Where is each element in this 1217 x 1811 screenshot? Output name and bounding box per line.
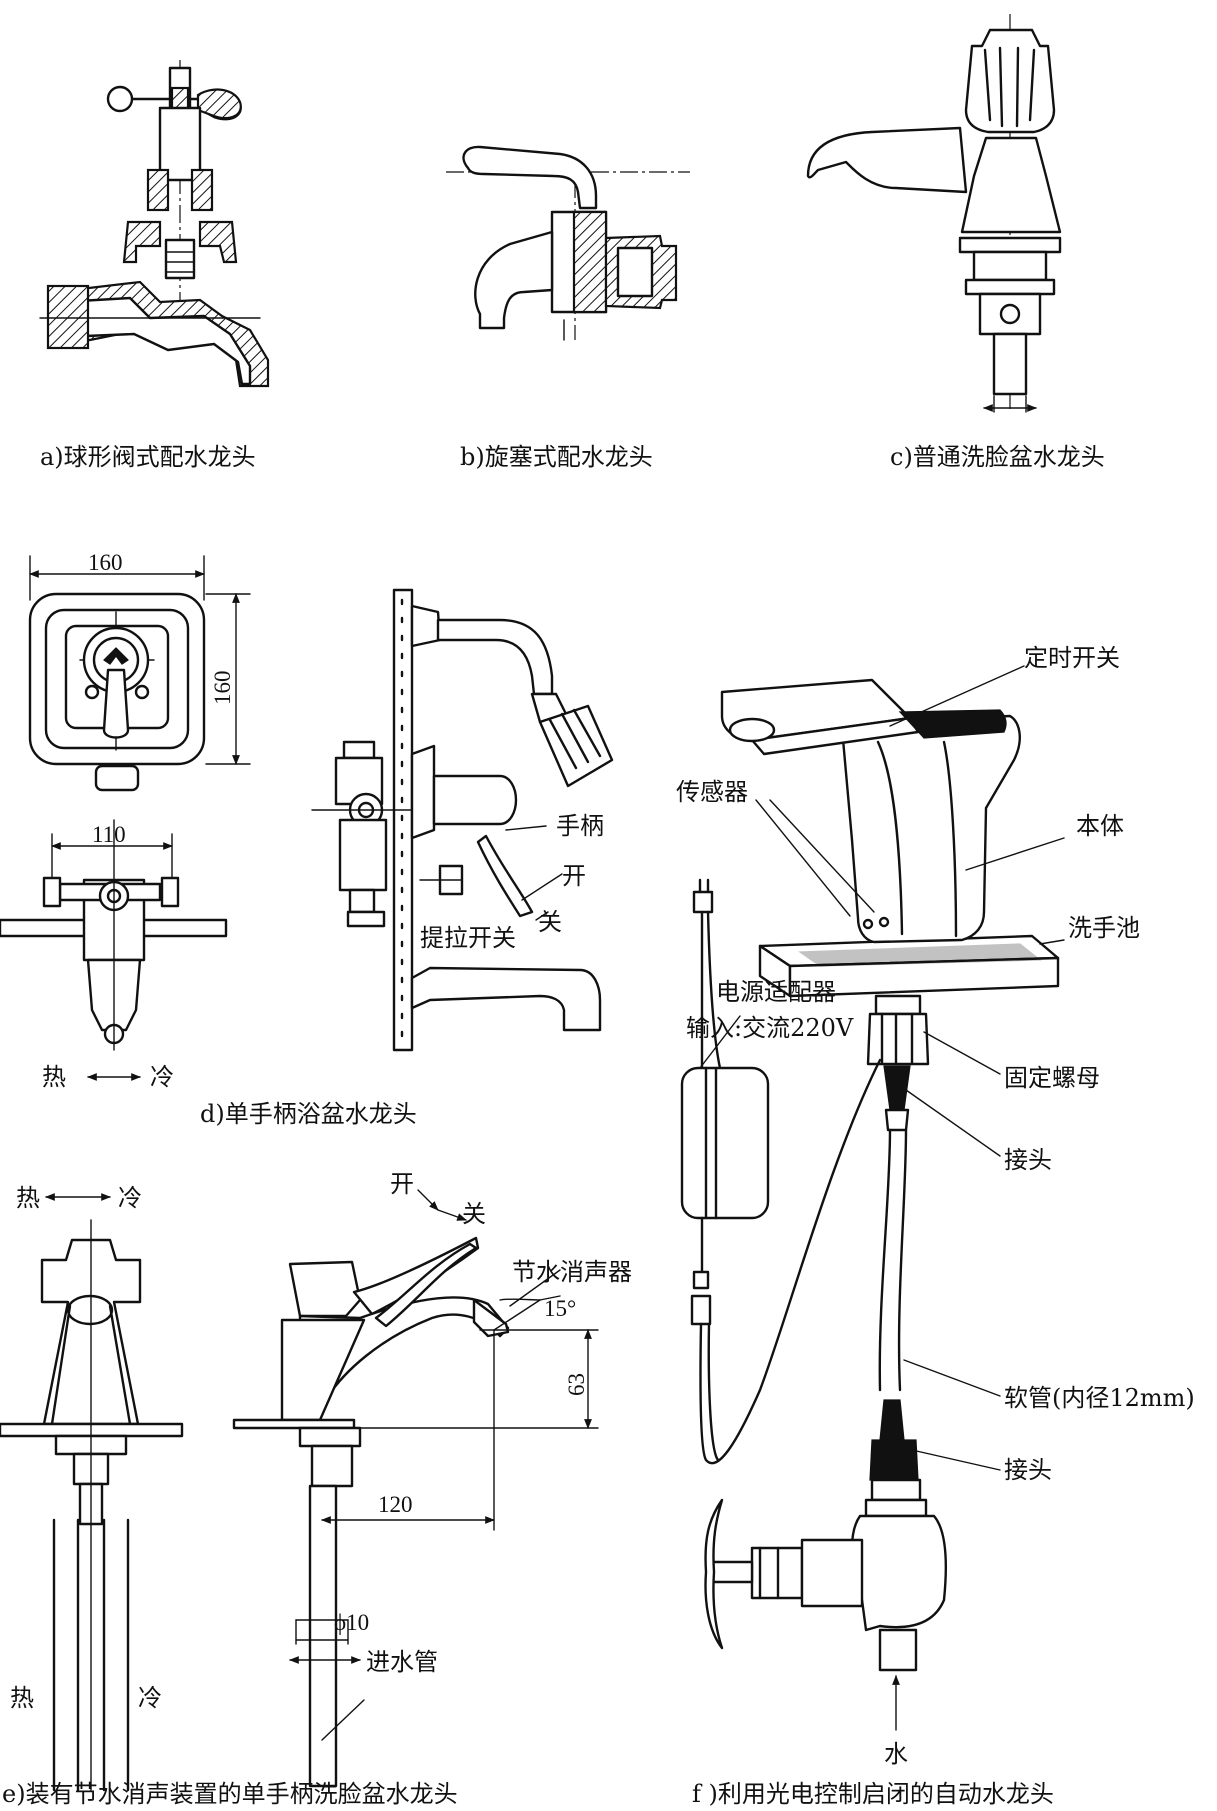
label-f-sensor: 传感器 [676, 778, 748, 806]
panel-f-auto-faucet [680, 665, 1065, 1731]
label-e-hot: 热 [16, 1184, 40, 1212]
dim-d-height: 160 [210, 671, 235, 706]
caption-a: a)球形阀式配水龙头 [40, 443, 256, 471]
label-f-input: 输入:交流220V [686, 1014, 854, 1042]
dim-d-mid-width: 110 [92, 822, 126, 847]
dim-e-pipe: ϕ10 [334, 1610, 369, 1635]
dim-e-width: 120 [378, 1492, 413, 1517]
dim-e-height: 63 [564, 1373, 589, 1396]
label-e-open: 开 [390, 1170, 414, 1198]
dim-d-width: 160 [88, 550, 123, 575]
label-e-close: 关 [462, 1200, 486, 1228]
label-d-hot: 热 [42, 1063, 66, 1091]
label-f-water: 水 [884, 1740, 908, 1768]
label-d-open: 开 [562, 862, 586, 890]
label-d-pull-switch: 提拉开关 [420, 924, 516, 952]
label-f-joint-top: 接头 [1004, 1146, 1052, 1174]
panel-b-plug-cock-faucet [446, 145, 690, 341]
label-f-hose: 软管(内径12mm) [1004, 1384, 1195, 1412]
caption-b: b)旋塞式配水龙头 [460, 443, 653, 471]
caption-e: e)装有节水消声装置的单手柄洗脸盆水龙头 [2, 1780, 458, 1808]
label-f-adapter: 电源适配器 [716, 978, 836, 1006]
label-e-cold: 冷 [118, 1184, 142, 1212]
panel-e-silencer-faucet [0, 1189, 599, 1792]
label-f-body: 本体 [1076, 812, 1124, 840]
label-e-cold-bottom: 冷 [138, 1684, 162, 1712]
label-d-handle: 手柄 [556, 812, 604, 840]
caption-f: f )利用光电控制启闭的自动水龙头 [692, 1780, 1054, 1808]
label-e-hot-bottom: 热 [10, 1684, 34, 1712]
caption-d: d)单手柄浴盆水龙头 [200, 1100, 417, 1128]
label-e-angle: 15° [544, 1296, 576, 1321]
label-e-inlet-pipe: 进水管 [366, 1648, 438, 1676]
panel-d-bathtub-faucet [0, 555, 614, 1081]
label-e-silencer: 节水消声器 [512, 1258, 632, 1286]
label-d-close: 关 [538, 908, 562, 936]
label-f-timer-switch: 定时开关 [1024, 644, 1120, 672]
label-f-fix-nut: 固定螺母 [1004, 1064, 1100, 1092]
label-f-joint-bottom: 接头 [1004, 1456, 1052, 1484]
label-f-basin: 洗手池 [1068, 914, 1140, 942]
label-d-cold: 冷 [150, 1063, 174, 1091]
caption-c: c)普通洗脸盆水龙头 [890, 443, 1105, 471]
panel-a-globe-valve-faucet [39, 60, 270, 388]
panel-c-basin-faucet [806, 14, 1062, 413]
